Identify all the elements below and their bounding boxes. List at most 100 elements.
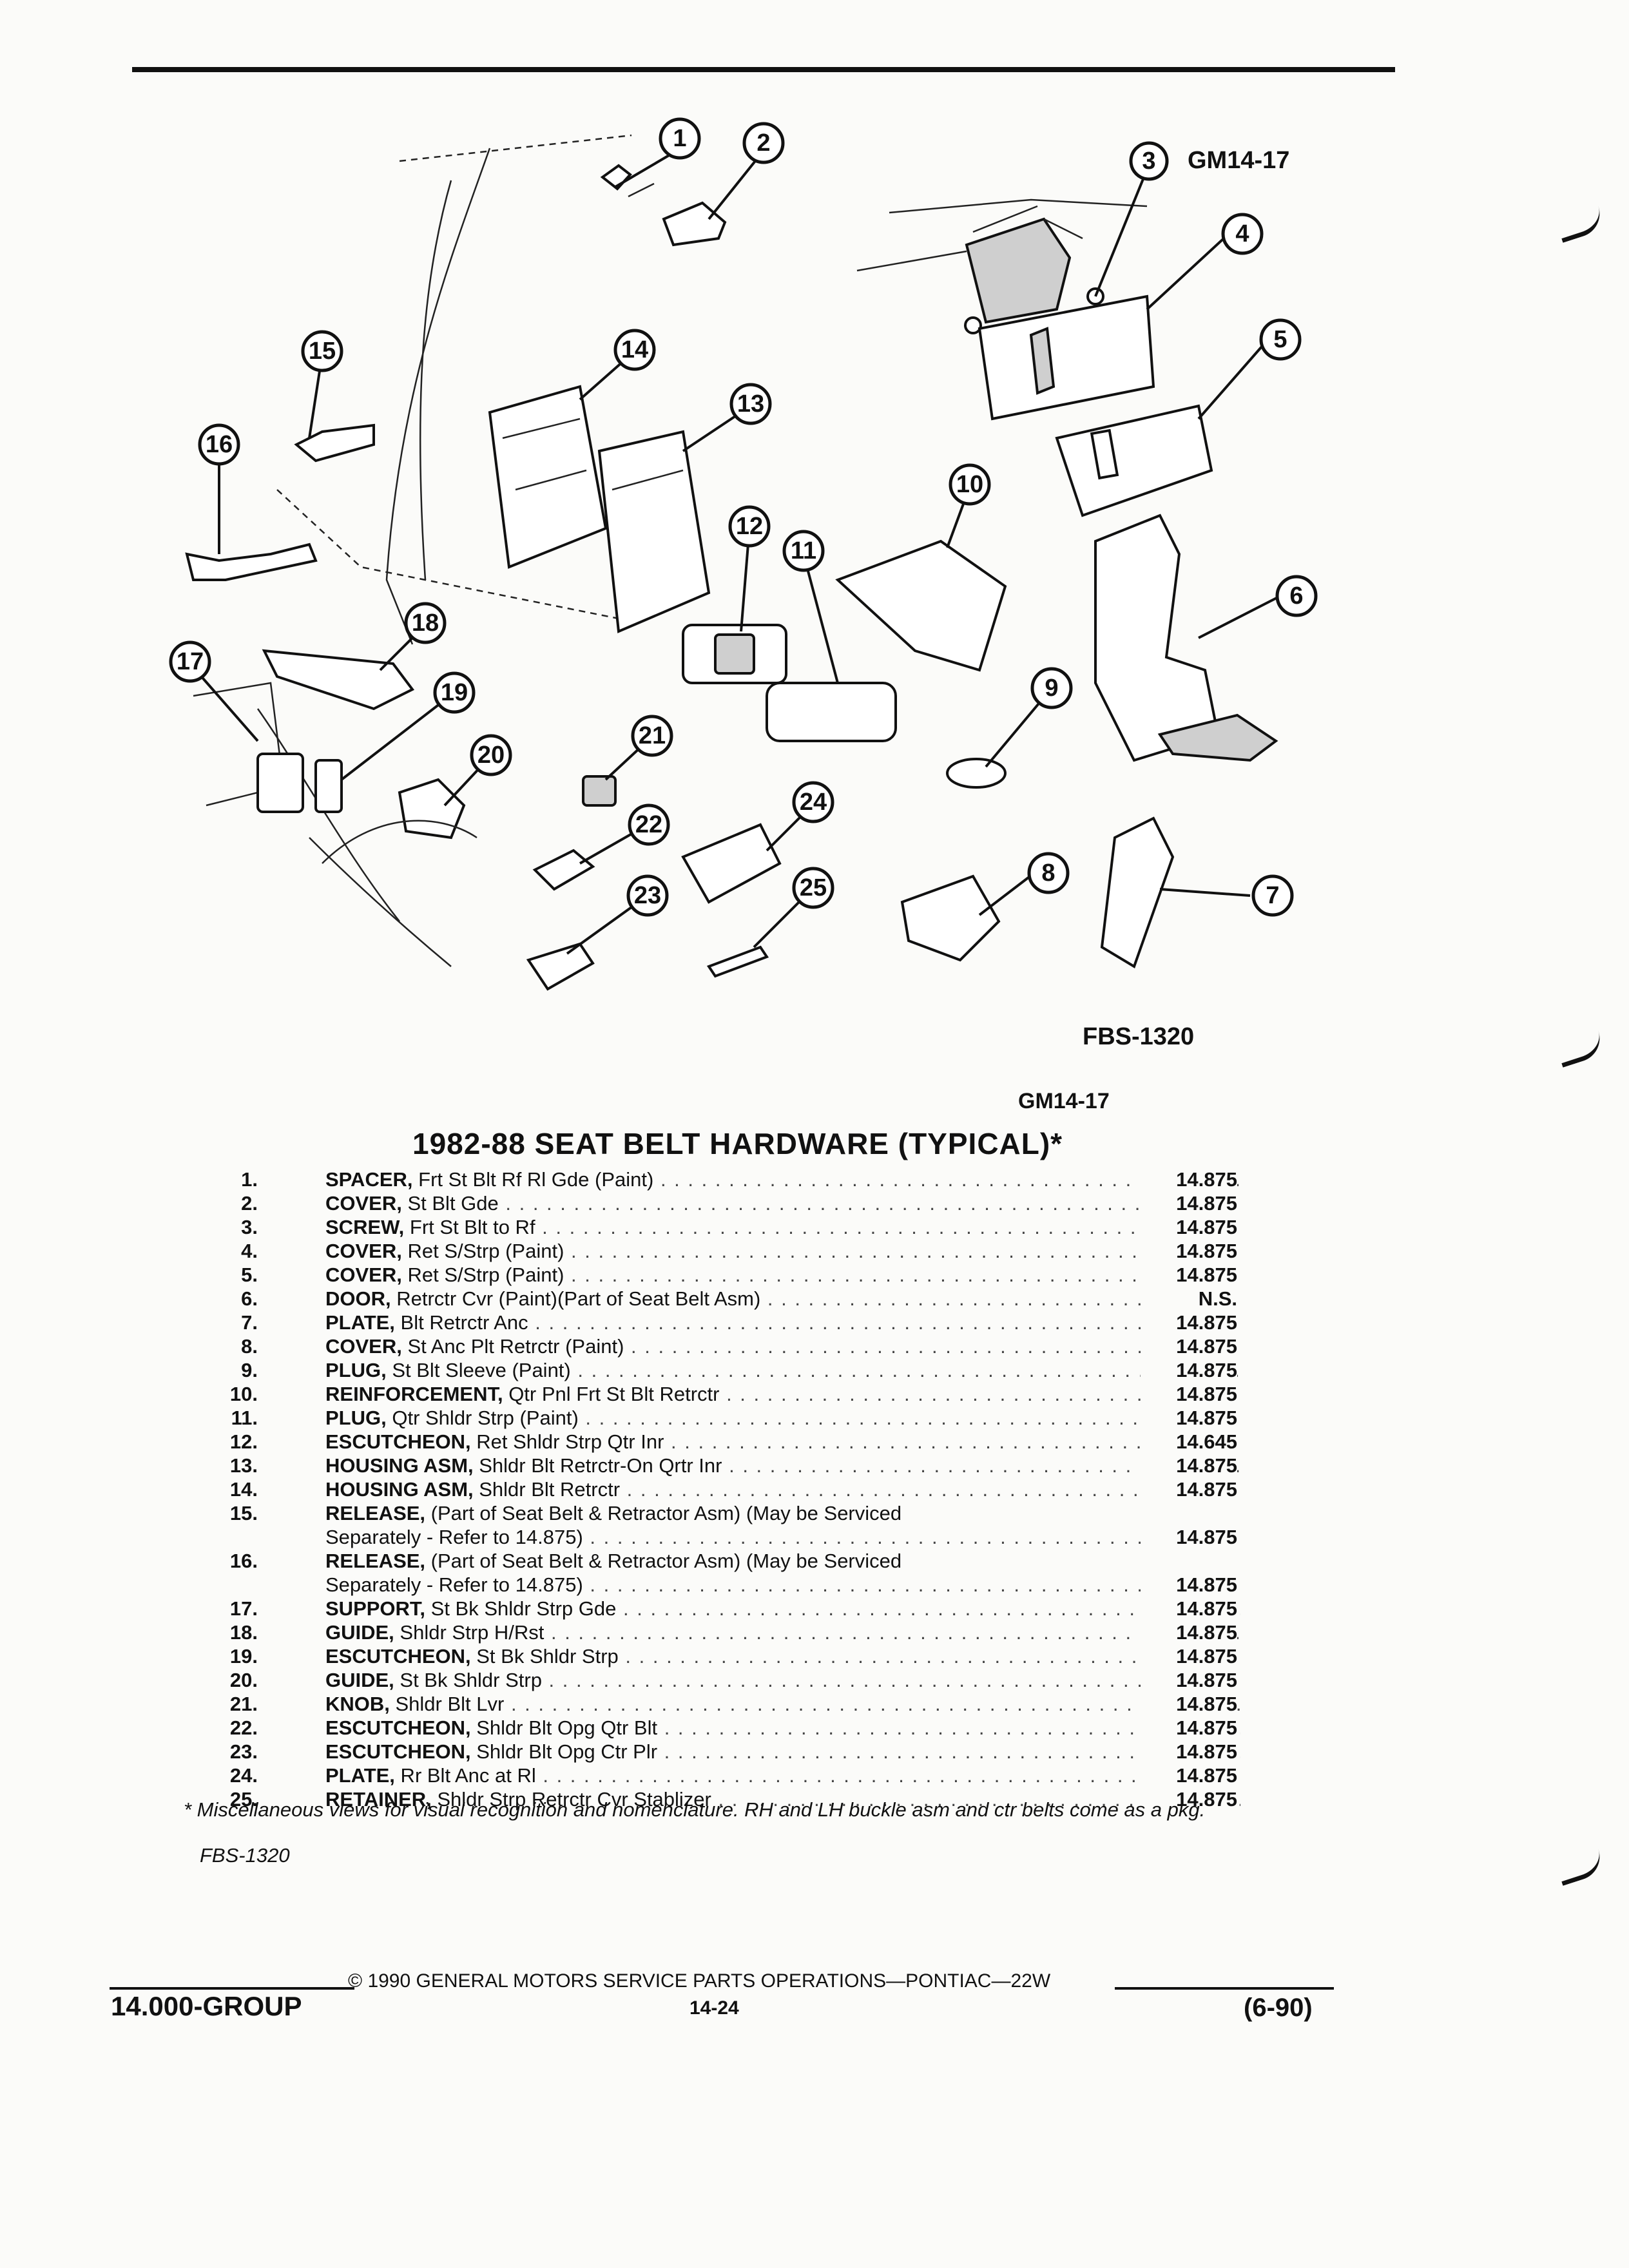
part-description: ESCUTCHEON, Ret Shldr Strp Qtr Inr . . .…	[325, 1430, 1240, 1454]
footnote-code: FBS-1320	[200, 1844, 290, 1867]
part-detail: Blt Retrctr Anc	[394, 1311, 528, 1334]
part-name: COVER,	[325, 1335, 402, 1358]
part-description: PLUG, Qtr Shldr Strp (Paint) . . . . . .…	[325, 1406, 1240, 1430]
svg-text:20: 20	[477, 742, 505, 769]
group-reference: 14.875	[1141, 1263, 1237, 1287]
svg-text:18: 18	[412, 610, 439, 637]
part-detail: St Blt Gde	[401, 1192, 499, 1215]
part-number: 25.	[229, 1788, 258, 1811]
part-number: 20.	[229, 1669, 258, 1691]
group-reference: 14.875	[1141, 1573, 1237, 1597]
part-name: ESCUTCHEON,	[325, 1716, 471, 1739]
callout-10: 10	[949, 463, 991, 506]
dot-leader: . . . . . . . . . . . . . . . . . . . . …	[571, 1264, 1240, 1286]
top-rule	[132, 67, 1395, 72]
part-20-guide	[322, 778, 477, 864]
page-title: 1982-88 SEAT BELT HARDWARE (TYPICAL)*	[412, 1127, 1063, 1160]
svg-text:14: 14	[621, 336, 648, 363]
part-24-plate	[681, 823, 782, 904]
part-name: SUPPORT,	[325, 1597, 426, 1620]
dot-leader: . . . . . . . . . . . . . . . . . . . . …	[585, 1407, 1240, 1429]
part-detail: St Bk Shldr Strp	[394, 1669, 542, 1691]
group-reference: 14.875	[1141, 1740, 1237, 1763]
group-reference: 14.875	[1141, 1763, 1237, 1787]
parts-list-row: 16.RELEASE, (Part of Seat Belt & Retract…	[161, 1549, 1257, 1597]
parts-list: 1.SPACER, Frt St Blt Rf Rl Gde (Paint) .…	[161, 1168, 1257, 1811]
part-name: COVER,	[325, 1264, 402, 1286]
parts-list-row: 21.KNOB, Shldr Blt Lvr . . . . . . . . .…	[161, 1692, 1257, 1716]
part-description: SUPPORT, St Bk Shldr Strp Gde . . . . . …	[325, 1597, 1240, 1620]
part-number: 5.	[241, 1264, 258, 1286]
part-detail: Frt St Blt to Rf	[404, 1216, 535, 1238]
group-reference: 14.875	[1141, 1191, 1237, 1215]
svg-text:1: 1	[673, 125, 686, 152]
group-reference: 14.875	[1141, 1787, 1237, 1811]
group-reference: 14.875	[1141, 1168, 1237, 1191]
callout-6: 6	[1275, 575, 1318, 617]
part-description: ESCUTCHEON, St Bk Shldr Strp . . . . . .…	[325, 1644, 1240, 1668]
svg-text:10: 10	[956, 471, 983, 498]
part-number: 4.	[241, 1240, 258, 1262]
callout-14: 14	[613, 329, 656, 371]
part-name: RETAINER,	[325, 1788, 432, 1811]
group-reference: 14.875	[1141, 1668, 1237, 1692]
part-detail: Rr Blt Anc at Rl	[394, 1764, 536, 1787]
group-reference: 14.645	[1141, 1430, 1237, 1454]
part-name: GUIDE,	[325, 1669, 394, 1691]
callout-5: 5	[1259, 318, 1302, 361]
parts-list-row: 10.REINFORCEMENT, Qtr Pnl Frt St Blt Ret…	[161, 1382, 1257, 1406]
part-detail-continued: Separately - Refer to 14.875)	[325, 1573, 583, 1596]
parts-list-row: 11.PLUG, Qtr Shldr Strp (Paint) . . . . …	[161, 1406, 1257, 1430]
part-25-retainer	[706, 945, 769, 978]
svg-text:7: 7	[1266, 882, 1279, 909]
callout-1: 1	[659, 117, 701, 160]
parts-list-row: 2.COVER, St Blt Gde . . . . . . . . . . …	[161, 1191, 1257, 1215]
parts-list-row: 24.PLATE, Rr Blt Anc at Rl . . . . . . .…	[161, 1763, 1257, 1787]
parts-list-row: 19. ESCUTCHEON, St Bk Shldr Strp . . . . …	[161, 1644, 1257, 1668]
footer-rule-left	[110, 1987, 354, 1990]
footer-rule-right	[1115, 1987, 1334, 1990]
part-detail: Retrctr Cvr (Paint)(Part of Seat Belt As…	[390, 1287, 761, 1310]
part-6-door	[1094, 514, 1278, 762]
parts-list-row: 7.PLATE, Blt Retrctr Anc . . . . . . . .…	[161, 1311, 1257, 1334]
part-detail: Shldr Blt Lvr	[389, 1693, 505, 1715]
callout-8: 8	[1027, 852, 1070, 894]
part-name: ESCUTCHEON,	[325, 1740, 471, 1763]
part-number: 19.	[229, 1645, 258, 1667]
dot-leader: . . . . . . . . . . . . . . . . . . . . …	[571, 1240, 1240, 1262]
part-name: PLATE,	[325, 1764, 395, 1787]
part-name: HOUSING ASM,	[325, 1478, 474, 1501]
callout-21: 21	[631, 715, 673, 757]
part-23-escutcheon	[526, 942, 595, 991]
dot-leader: . . . . . . . . . . . . . . . . . . . . …	[535, 1311, 1240, 1334]
dot-leader: . . . . . . . . . . . . . . . . . . . . …	[543, 1764, 1240, 1787]
parts-list-row: 4.COVER, Ret S/Strp (Paint) . . . . . . …	[161, 1239, 1257, 1263]
part-number: 15.	[229, 1502, 258, 1524]
dot-leader: . . . . . . . . . . . . . . . . . . . . …	[505, 1192, 1240, 1215]
svg-text:11: 11	[791, 537, 816, 564]
svg-text:15: 15	[309, 338, 336, 365]
parts-list-row: 9.PLUG, St Blt Sleeve (Paint) . . . . . …	[161, 1358, 1257, 1382]
part-detail: Frt St Blt Rf Rl Gde (Paint)	[412, 1168, 654, 1191]
dot-leader: . . . . . . . . . . . . . . . . . . . . …	[631, 1335, 1240, 1358]
parts-list-row: 23.ESCUTCHEON, Shldr Blt Opg Ctr Plr . .…	[161, 1740, 1257, 1763]
parts-list-row: 6.DOOR, Retrctr Cvr (Paint)(Part of Seat…	[161, 1287, 1257, 1311]
svg-text:21: 21	[639, 722, 666, 749]
part-4-cover	[978, 294, 1155, 421]
svg-text:5: 5	[1273, 326, 1287, 353]
part-name: SCREW,	[325, 1216, 405, 1238]
callout-9: 9	[1030, 667, 1073, 709]
part-number: 17.	[229, 1597, 258, 1620]
part-description: KNOB, Shldr Blt Lvr . . . . . . . . . . …	[325, 1692, 1240, 1716]
svg-text:23: 23	[634, 882, 661, 909]
svg-text:25: 25	[800, 874, 827, 901]
part-detail: Shldr Strp Retrctr Cvr Stablizer	[431, 1788, 711, 1811]
part-2-cover	[628, 182, 727, 247]
dot-leader: . . . . . . . . . . . . . . . . . . . . …	[626, 1478, 1240, 1501]
callout-12: 12	[728, 505, 771, 548]
dot-leader: . . . . . . . . . . . . . . . . . . . . …	[550, 1621, 1240, 1644]
callout-23: 23	[626, 874, 669, 917]
group-reference: 14.875	[1141, 1406, 1237, 1430]
parts-list-row: 18.GUIDE, Shldr Strp H/Rst . . . . . . .…	[161, 1620, 1257, 1644]
part-detail: Qtr Pnl Frt St Blt Retrctr	[503, 1383, 720, 1405]
